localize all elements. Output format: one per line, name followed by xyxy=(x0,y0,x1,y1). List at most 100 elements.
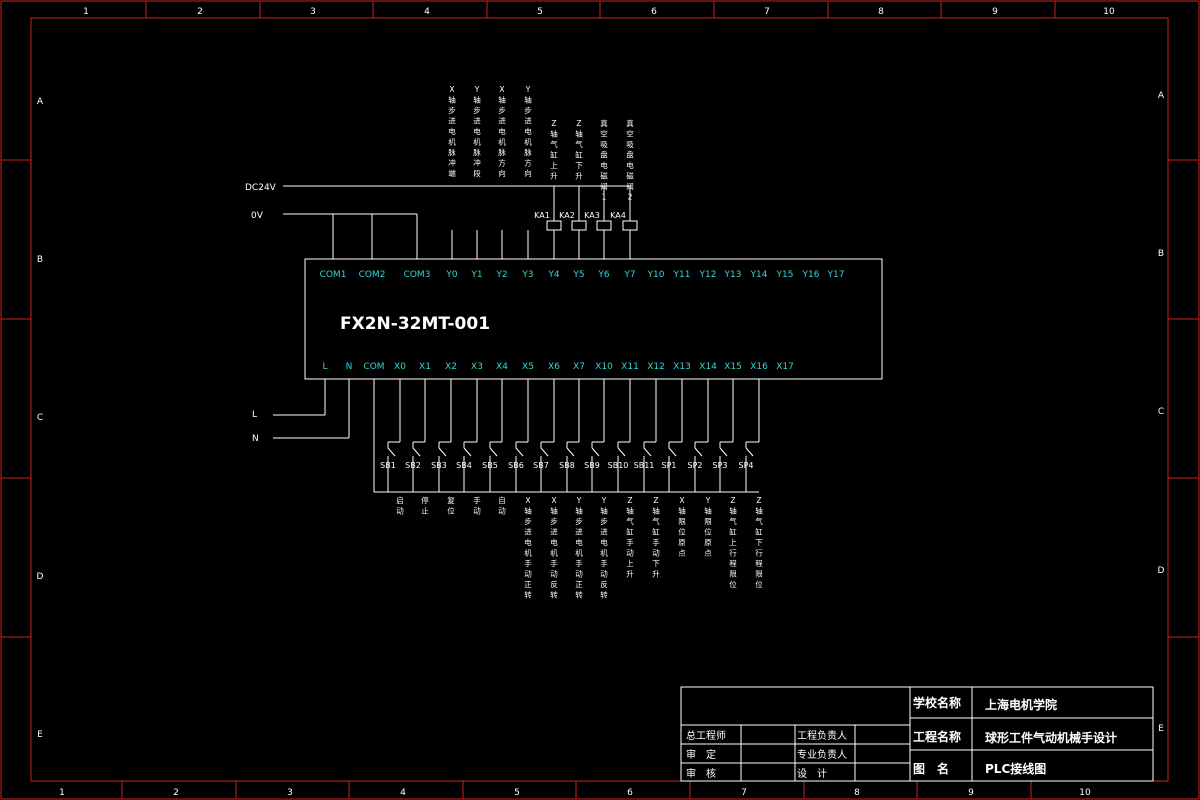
switch-label: SB2 xyxy=(405,461,421,470)
plc-input-pin: X6 xyxy=(548,362,560,372)
plc-output-pin: Y2 xyxy=(495,270,507,280)
switch-contact xyxy=(591,447,600,457)
plc-input-pin: X5 xyxy=(522,362,534,372)
switch-contact xyxy=(617,447,626,457)
frame-column-label: 7 xyxy=(741,788,747,798)
switch-label: SB4 xyxy=(456,461,472,470)
switch-label: SP1 xyxy=(662,461,677,470)
frame-column-label: 4 xyxy=(424,7,430,17)
switch-contact xyxy=(540,447,549,457)
plc-input-pin: X16 xyxy=(750,362,768,372)
plc-output-pin: Y5 xyxy=(572,270,584,280)
plc-model: FX2N-32MT-001 xyxy=(340,314,490,334)
plc-output-pin: Y10 xyxy=(647,270,665,280)
plc-input-pin: X0 xyxy=(394,362,406,372)
plc-output-pin: Y1 xyxy=(470,270,482,280)
switch-label: SB6 xyxy=(508,461,524,470)
frame-column-label: 10 xyxy=(1103,7,1115,17)
frame-column-label: 3 xyxy=(287,788,293,798)
input-description: 自动 xyxy=(498,495,506,516)
frame-column-label: 1 xyxy=(83,7,89,17)
plc-unit: FX2N-32MT-001 xyxy=(304,258,883,380)
plc-input-pin: X17 xyxy=(776,362,794,372)
plc-output-pin: Y17 xyxy=(827,270,845,280)
input-description: 停止 xyxy=(421,495,429,516)
plc-input-pin: N xyxy=(346,362,353,372)
switch-contact xyxy=(745,447,754,457)
zero-v-label: 0V xyxy=(251,211,264,221)
dc24v-label: DC24V xyxy=(245,183,277,193)
switch-contact xyxy=(463,447,472,457)
frame-row-label: C xyxy=(37,413,43,423)
relay-label: KA3 xyxy=(584,211,600,220)
plc-input-pin: X2 xyxy=(445,362,457,372)
chief-engineer-label: 总工程师 xyxy=(686,729,726,742)
plc-output-pin: Y16 xyxy=(802,270,820,280)
switch-label: SP4 xyxy=(739,461,754,470)
plc-output-pin: Y6 xyxy=(597,270,609,280)
relay-label: KA2 xyxy=(559,211,575,220)
project-label: 工程名称 xyxy=(913,729,961,744)
plc-outline xyxy=(304,258,883,380)
frame-row-label: B xyxy=(1158,249,1164,259)
frame-row-label: E xyxy=(37,730,43,740)
frame-row-label: C xyxy=(1158,407,1164,417)
relay-coil xyxy=(571,220,587,231)
frame-column-label: 4 xyxy=(400,788,406,798)
drawing-label: 图 名 xyxy=(913,761,949,776)
switch-contact xyxy=(515,447,524,457)
frame-row-label: B xyxy=(37,255,43,265)
engineer-in-charge-label: 工程负责人 xyxy=(797,729,847,742)
plc-input-pin: X1 xyxy=(419,362,431,372)
plc-output-pin: Y12 xyxy=(699,270,717,280)
drawing-value: PLC接线图 xyxy=(985,761,1046,776)
frame-column-label: 6 xyxy=(651,7,657,17)
frame-column-label: 9 xyxy=(968,788,974,798)
switch-contact xyxy=(438,447,447,457)
relay-coil xyxy=(546,220,562,231)
frame-column-label: 2 xyxy=(197,7,203,17)
school-value: 上海电机学院 xyxy=(985,697,1057,712)
plc-input-pin: X12 xyxy=(647,362,665,372)
frame-column-label: 6 xyxy=(627,788,633,798)
input-description: 启动 xyxy=(396,495,404,516)
plc-input-pin: X13 xyxy=(673,362,691,372)
switch-label: SB1 xyxy=(380,461,396,470)
input-description: 手动 xyxy=(473,495,481,516)
relay-label: KA4 xyxy=(610,211,626,220)
title-block xyxy=(680,686,1154,782)
plc-output-pin: COM2 xyxy=(359,270,386,280)
audit-label: 审 核 xyxy=(686,767,716,780)
switch-label: SP2 xyxy=(688,461,703,470)
switch-label: SP3 xyxy=(713,461,728,470)
line-n-label: N xyxy=(252,434,259,444)
frame-row-label: D xyxy=(1158,566,1165,576)
switch-contact xyxy=(719,447,728,457)
frame-row-label: E xyxy=(1158,724,1164,734)
plc-output-pin: Y4 xyxy=(547,270,559,280)
switch-contact xyxy=(668,447,677,457)
frame-column-label: 3 xyxy=(310,7,316,17)
plc-output-pin: COM1 xyxy=(320,270,347,280)
power-supply-labels: DC24V 0V L N xyxy=(245,183,277,444)
switch-label: SB9 xyxy=(584,461,600,470)
switch-label: SB8 xyxy=(559,461,575,470)
plc-input-pin: X3 xyxy=(471,362,483,372)
